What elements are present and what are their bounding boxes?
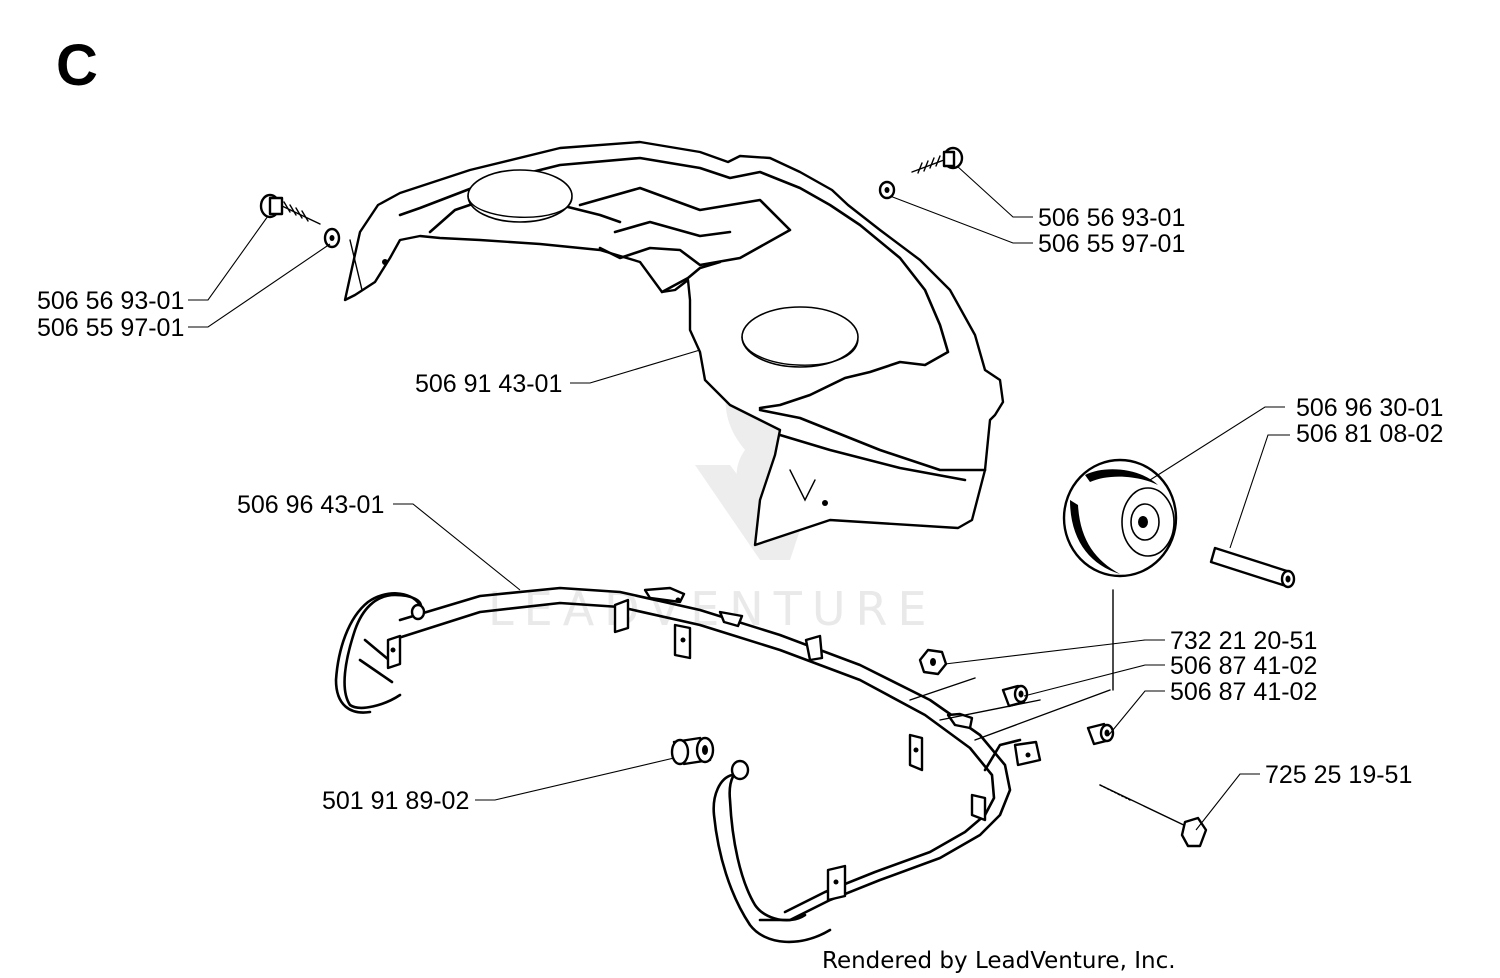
label-bolt: 725 25 19-51 — [1265, 761, 1412, 789]
spacer-lower — [1086, 722, 1115, 746]
label-bumper-frame: 506 96 43-01 — [237, 491, 384, 519]
cover-part — [343, 140, 1005, 547]
label-axle-pin: 506 81 08-02 — [1296, 420, 1443, 448]
nut-part — [918, 648, 948, 676]
label-right-washer: 506 55 97-01 — [1038, 230, 1185, 258]
wheel-part — [1062, 458, 1178, 578]
label-spacer-lower: 506 87 41-02 — [1170, 678, 1317, 706]
bushing-part — [670, 736, 715, 766]
label-nut: 732 21 20-51 — [1170, 627, 1317, 655]
label-right-screw: 506 56 93-01 — [1038, 204, 1185, 232]
label-spacer-upper: 506 87 41-02 — [1170, 652, 1317, 680]
bumper-frame — [334, 586, 1114, 944]
spacer-upper — [1001, 684, 1029, 708]
washer-left — [323, 227, 341, 249]
render-credit: Rendered by LeadVenture, Inc. — [822, 948, 1176, 974]
axle-pin — [1209, 546, 1296, 589]
label-cover: 506 91 43-01 — [415, 370, 562, 398]
section-letter: C — [56, 33, 98, 98]
bolt-part — [1099, 784, 1208, 848]
screw-left — [259, 193, 321, 225]
label-bushing: 501 91 89-02 — [322, 787, 469, 815]
screw-right — [911, 146, 964, 174]
label-wheel: 506 96 30-01 — [1296, 394, 1443, 422]
label-left-screw: 506 56 93-01 — [37, 287, 184, 315]
leader-lines — [188, 165, 1290, 831]
label-left-washer: 506 55 97-01 — [37, 314, 184, 342]
washer-right — [878, 180, 896, 200]
